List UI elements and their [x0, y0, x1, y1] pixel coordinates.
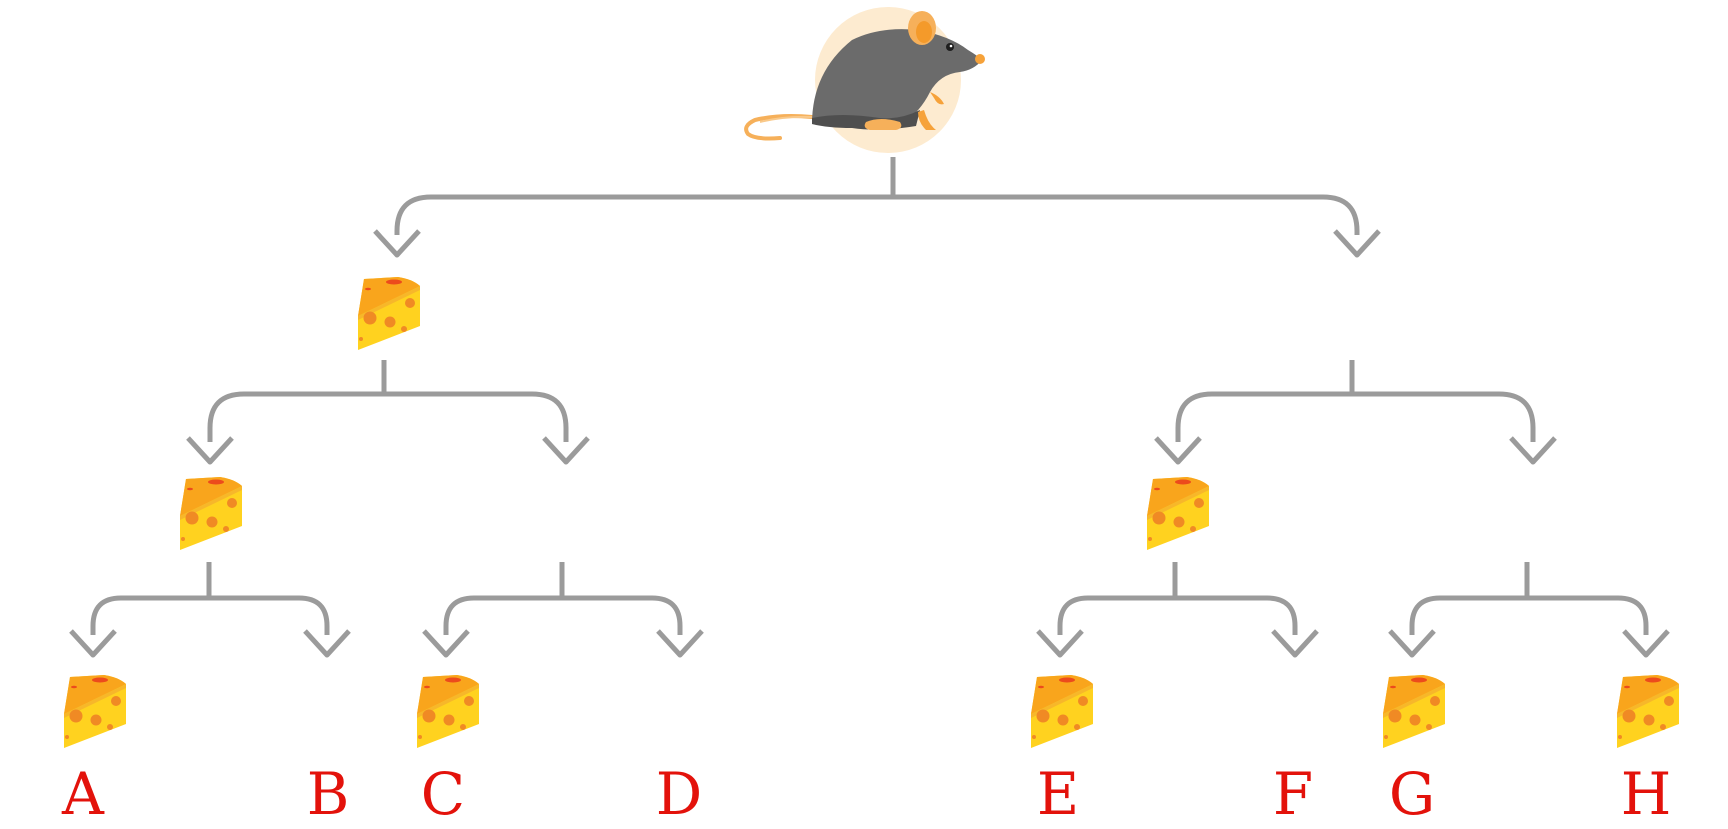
- cheese-icon: [1031, 675, 1093, 748]
- arrow-head-icon: [1271, 629, 1319, 658]
- fork-right: [1154, 360, 1557, 465]
- connector-line: [443, 562, 683, 635]
- connector-line: [1057, 562, 1298, 635]
- arrow-head-icon: [303, 629, 351, 658]
- arrow-head-icon: [656, 629, 704, 658]
- arrow-head-icon: [422, 629, 470, 658]
- arrow-head-icon: [186, 436, 234, 465]
- arrow-head-icon: [69, 629, 117, 658]
- connector-line: [394, 157, 1360, 235]
- cheese-icon: [417, 675, 479, 748]
- mouse-icon: [744, 7, 985, 153]
- arrow-head-icon: [373, 229, 421, 258]
- fork-root: [373, 157, 1381, 258]
- arrow-head-icon: [1154, 436, 1202, 465]
- arrow-head-icon: [1388, 629, 1436, 658]
- arrow-head-icon: [542, 436, 590, 465]
- fork-left: [186, 360, 590, 465]
- leaf-label-e: E: [1037, 760, 1079, 828]
- leaf-label-f: F: [1273, 760, 1313, 828]
- leaf-label-b: B: [307, 760, 350, 828]
- fork-left-right: [422, 562, 704, 658]
- connector-line: [90, 562, 330, 635]
- cheese-icon: [64, 675, 126, 748]
- leaf-label-h: H: [1621, 760, 1672, 828]
- cheese-icon: [358, 277, 420, 350]
- fork-left-left: [69, 562, 351, 658]
- connector-line: [1409, 562, 1649, 635]
- arrow-head-icon: [1333, 229, 1381, 258]
- cheese-icon: [1147, 477, 1209, 550]
- connector-line: [207, 360, 569, 442]
- cheese-icon: [180, 477, 242, 550]
- arrow-head-icon: [1622, 629, 1670, 658]
- fork-right-left: [1036, 562, 1319, 658]
- tree-connectors: [69, 157, 1670, 658]
- leaf-label-a: A: [61, 760, 105, 828]
- cheese-icon: [1383, 675, 1445, 748]
- leaf-label-d: D: [656, 760, 703, 828]
- connector-line: [1175, 360, 1536, 442]
- leaf-label-c: C: [421, 760, 465, 828]
- cheese-icon: [1617, 675, 1679, 748]
- arrow-head-icon: [1509, 436, 1557, 465]
- leaf-labels: A B C D E F G H: [61, 760, 1671, 828]
- arrow-head-icon: [1036, 629, 1084, 658]
- leaf-label-g: G: [1389, 760, 1435, 828]
- cheese-nodes: [64, 277, 1679, 748]
- fork-right-right: [1388, 562, 1670, 658]
